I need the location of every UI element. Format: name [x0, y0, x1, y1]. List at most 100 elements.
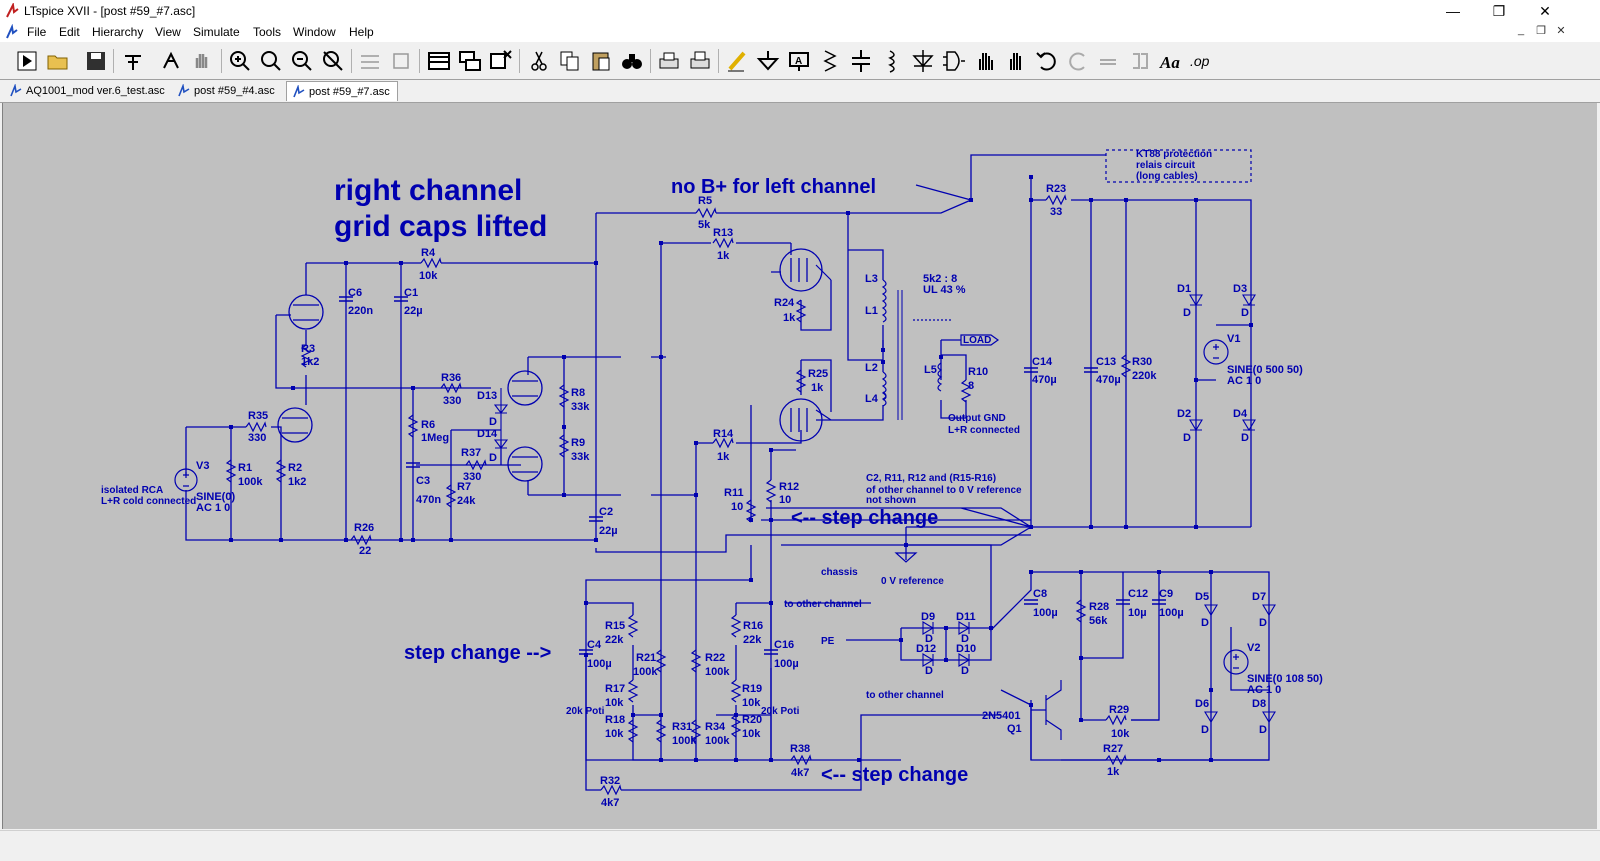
resistor-icon[interactable]: [817, 48, 843, 74]
menu-view[interactable]: View: [155, 25, 181, 39]
mark-unref-icon[interactable]: [388, 48, 414, 74]
tab-aq1001[interactable]: AQ1001_mod ver.6_test.asc: [4, 81, 170, 101]
output-gnd-line2: L+R connected: [948, 425, 1020, 436]
menu-help[interactable]: Help: [349, 25, 374, 39]
r11-name: R11: [724, 487, 744, 499]
pan-icon[interactable]: [189, 48, 215, 74]
tube-v1b: [277, 407, 313, 443]
r10-name: R10: [968, 366, 988, 378]
zoom-back-icon[interactable]: [258, 48, 284, 74]
schematic-doc-icon: [293, 85, 305, 98]
d11-value: D: [961, 633, 969, 645]
resistors: [225, 194, 1132, 796]
cut-icon[interactable]: [526, 48, 552, 74]
poti-label-2: 20k Poti: [761, 706, 800, 717]
ground-symbols: [815, 149, 1252, 563]
copy-icon[interactable]: [557, 48, 583, 74]
l4-name: L4: [865, 393, 879, 405]
v2-sine: SINE(0 108 50): [1247, 673, 1323, 685]
mdi-minimize-button[interactable]: _: [1517, 24, 1525, 36]
isolated-rca-line1: isolated RCA: [101, 485, 163, 496]
zoom-out-icon[interactable]: [289, 48, 315, 74]
r23-value: 33: [1050, 206, 1062, 218]
c3-value: 470n: [416, 494, 441, 506]
open-icon[interactable]: [45, 48, 71, 74]
menu-tools[interactable]: Tools: [253, 25, 282, 39]
draw-wire-icon[interactable]: [724, 48, 750, 74]
component-icon[interactable]: [941, 48, 967, 74]
halt-icon[interactable]: [158, 48, 184, 74]
r12-name: R12: [779, 481, 799, 493]
output-gnd-line1: Output GND: [948, 413, 1006, 424]
d14-value: D: [489, 452, 497, 464]
capacitors: [339, 296, 1166, 655]
close-button[interactable]: ✕: [1539, 3, 1551, 19]
transformer-ul: UL 43 %: [923, 284, 966, 296]
c3-name: C3: [416, 475, 430, 487]
d5-value: D: [1201, 617, 1209, 629]
r10-value: 8: [968, 380, 974, 392]
inductor-icon[interactable]: [879, 48, 905, 74]
capacitor-icon[interactable]: [848, 48, 874, 74]
d5-name: D5: [1195, 591, 1209, 603]
find-icon[interactable]: [619, 48, 645, 74]
drag-icon[interactable]: [1003, 48, 1029, 74]
tab-post59-7[interactable]: post #59_#7.asc: [286, 81, 398, 101]
control-panel-icon[interactable]: [120, 48, 146, 74]
r23-name: R23: [1046, 183, 1066, 195]
tab-post59-4[interactable]: post #59_#4.asc: [172, 81, 284, 101]
print-preview-icon[interactable]: [687, 48, 713, 74]
autorange-icon[interactable]: [357, 48, 383, 74]
diode-icon[interactable]: [910, 48, 936, 74]
minimize-button[interactable]: —: [1446, 3, 1460, 19]
pe-label: PE: [821, 636, 835, 647]
tile-icon[interactable]: [426, 48, 452, 74]
mdi-close-button[interactable]: ✕: [1556, 25, 1566, 37]
ltspice-app-icon: [6, 3, 19, 18]
kt88-note-line2: relais circuit: [1136, 160, 1196, 171]
restore-button[interactable]: ❐: [1492, 3, 1506, 19]
close-win-icon[interactable]: [488, 48, 514, 74]
menu-hierarchy[interactable]: Hierarchy: [92, 25, 144, 39]
mdi-doc-icon[interactable]: [4, 24, 20, 40]
menu-edit[interactable]: Edit: [59, 25, 80, 39]
zoom-in-icon[interactable]: [227, 48, 253, 74]
tube-v1a: [288, 294, 324, 330]
rotate-icon[interactable]: [1096, 48, 1122, 74]
zero-v-reference-label: 0 V reference: [881, 576, 944, 587]
menu-window[interactable]: Window: [293, 25, 336, 39]
menu-bar: File Edit Hierarchy View Simulate Tools …: [0, 22, 1600, 42]
vacuum-tubes: [277, 248, 823, 482]
d13-value: D: [489, 416, 497, 428]
zoom-fit-icon[interactable]: [320, 48, 346, 74]
label-net-icon[interactable]: A: [786, 48, 812, 74]
text-icon[interactable]: Aa: [1158, 48, 1184, 74]
wires: [185, 154, 1270, 791]
print-icon[interactable]: [656, 48, 682, 74]
r11-value: 10: [731, 501, 743, 513]
toolbar: A Aa .op: [0, 43, 1600, 80]
menu-file[interactable]: File: [27, 25, 47, 39]
cascade-icon[interactable]: [457, 48, 483, 74]
menu-simulate[interactable]: Simulate: [193, 25, 240, 39]
paste-icon[interactable]: [588, 48, 614, 74]
ground-icon[interactable]: [755, 48, 781, 74]
r19-name: R19: [742, 683, 762, 695]
run-icon[interactable]: [14, 48, 40, 74]
r29-value: 10k: [1111, 728, 1130, 740]
save-icon[interactable]: [83, 48, 109, 74]
undo-icon[interactable]: [1034, 48, 1060, 74]
title-bar: LTspice XVII - [post #59_#7.asc] — ❐ ✕: [0, 0, 1600, 22]
r14-value: 1k: [717, 451, 730, 463]
r20-value: 10k: [742, 728, 761, 740]
mdi-restore-button[interactable]: ❐: [1536, 25, 1546, 37]
c12-name: C12: [1128, 588, 1148, 600]
r15-name: R15: [605, 620, 625, 632]
schematic-canvas[interactable]: right channel grid caps lifted no B+ for…: [2, 103, 1597, 829]
redo-icon[interactable]: [1065, 48, 1091, 74]
spice-directive-icon[interactable]: .op: [1189, 48, 1215, 74]
move-icon[interactable]: [972, 48, 998, 74]
v1-name: V1: [1227, 333, 1240, 345]
r4-value: 10k: [419, 270, 438, 282]
mirror-icon[interactable]: [1127, 48, 1153, 74]
